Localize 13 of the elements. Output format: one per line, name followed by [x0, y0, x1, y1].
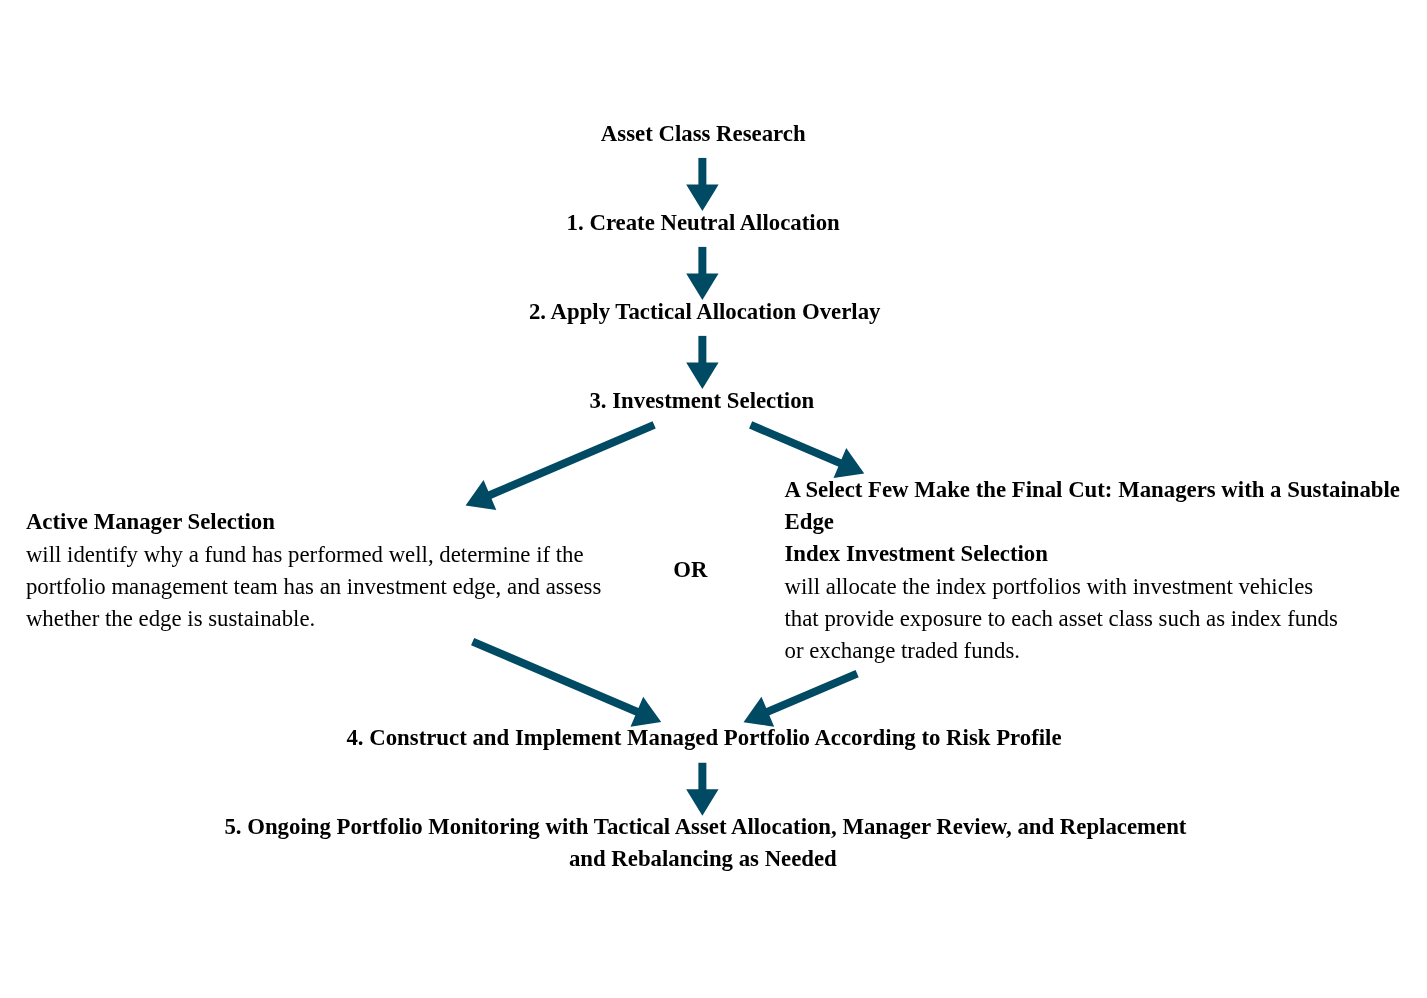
arrow	[465, 421, 656, 510]
node-text: 3. Investment Selection	[589, 387, 815, 413]
node-text: A Select Few Make the Final Cut: Managers with a Sustainable Edge Index Investment Selection will allocate the index portfolios with investment vehicles that provide exposure to each asset class such as index funds or exchange traded funds.	[784, 476, 1400, 663]
node-text: 1. Create Neutral Allocation	[566, 209, 840, 235]
node-text: 4. Construct and Implement Managed Portfolio According to Risk Profile	[346, 725, 1062, 751]
label: OR	[673, 556, 708, 582]
arrow	[749, 421, 865, 478]
arrow	[743, 669, 859, 727]
node-text: 5. Ongoing Portfolio Monitoring with Tactical Asset Allocation, Manager Review, and Replacement and Rebalancing as Needed	[224, 814, 1187, 872]
node-text: Active Manager Selection will identify why a fund has performed well, determine if the portfolio management team has an investment edge, and assess whether the edge is sustainable.	[25, 508, 602, 631]
node-text: Asset Class Research	[600, 120, 806, 146]
arrow	[471, 637, 662, 727]
node-text: 2. Apply Tactical Allocation Overlay	[528, 298, 881, 324]
